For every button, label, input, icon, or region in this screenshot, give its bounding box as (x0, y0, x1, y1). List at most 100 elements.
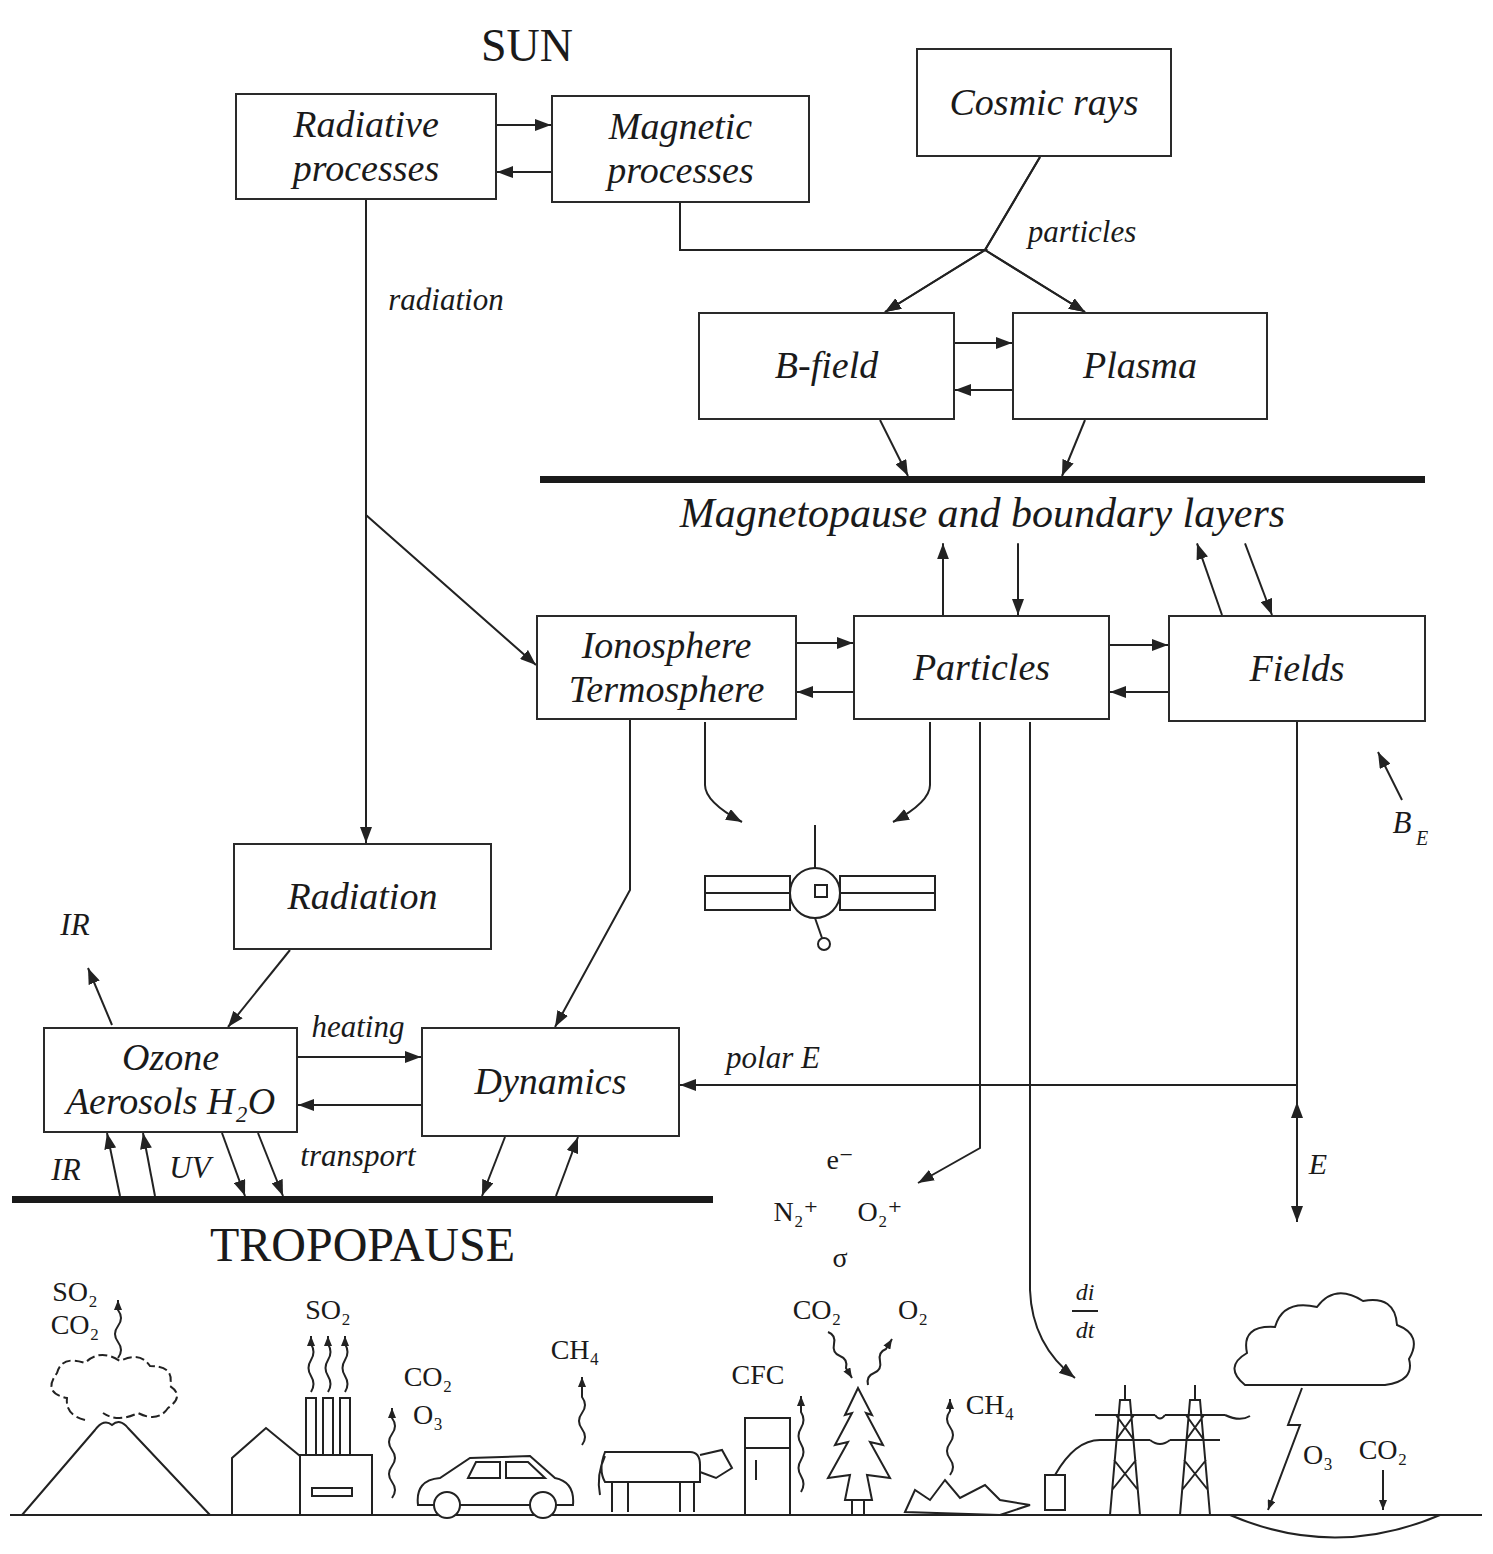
chemical-label: CO₂ (404, 1362, 453, 1393)
radiation-label: IR (60, 908, 89, 942)
box-label: B-field (775, 344, 878, 388)
factory (232, 1398, 372, 1515)
tree (828, 1388, 890, 1515)
process-box: Magnetic processes (551, 95, 810, 203)
chemical-label: O₃ (1303, 1440, 1333, 1471)
uptake-arrow (828, 1332, 852, 1378)
connector (366, 200, 536, 665)
satellite-body (815, 885, 827, 897)
satellite-dish (815, 918, 822, 938)
field-label: E (1309, 1147, 1327, 1180)
connector (680, 722, 1297, 1085)
cloud (1234, 1293, 1413, 1385)
connector (1197, 543, 1222, 615)
edge-label: radiation (385, 283, 506, 317)
chemical-label: CH₄ (966, 1390, 1015, 1421)
process-box: Ozone Aerosols H₂O (43, 1027, 298, 1133)
e-field-arrow (1296, 1086, 1298, 1160)
connector (1017, 543, 1019, 615)
satellite-antenna (814, 825, 816, 868)
chemical-label: O₃ (413, 1400, 443, 1431)
solar-panel (840, 892, 935, 894)
chemical-label: O₂ (898, 1295, 928, 1326)
satellite-arrow (893, 722, 930, 822)
edge-label: particles (1025, 215, 1140, 249)
edge-label: IR (48, 1153, 83, 1187)
fraction-bar (1072, 1310, 1098, 1312)
e-field-arrow (1296, 1160, 1298, 1222)
field-label: B (1393, 806, 1412, 840)
boundary-band: TROPOPAUSE (12, 1196, 713, 1276)
chemical-label: CO₂ (51, 1310, 100, 1341)
car-wheel (434, 1492, 460, 1518)
emission-arrow (309, 1336, 314, 1392)
current-label: di (1076, 1279, 1095, 1305)
emission-arrow (389, 1408, 395, 1498)
process-box: Dynamics (421, 1027, 680, 1137)
connector (228, 950, 290, 1027)
emission-arrow (868, 1339, 892, 1385)
connector (258, 1133, 283, 1196)
lightning (1268, 1388, 1302, 1510)
connector (107, 1133, 120, 1196)
connector (942, 543, 944, 615)
box-label: Plasma (1083, 344, 1197, 388)
edge-label: transport (297, 1139, 418, 1173)
ion-arrow (918, 722, 980, 1183)
connector (555, 720, 630, 1027)
connector (880, 420, 908, 476)
current-label: dt (1076, 1317, 1095, 1343)
sun-heading: SUN (481, 21, 573, 72)
connector (497, 124, 551, 126)
emission-arrow (115, 1300, 121, 1358)
connector (222, 1133, 245, 1196)
solar-panel (840, 876, 935, 910)
absorption-arrow (1382, 1470, 1384, 1510)
emission-arrow (579, 1377, 585, 1445)
ion-label: O₂⁺ (858, 1197, 903, 1228)
car-wheel (530, 1492, 556, 1518)
cow (599, 1450, 732, 1512)
connector (955, 389, 1012, 391)
edge-label: UV (166, 1151, 213, 1185)
ground-scene (10, 1293, 1482, 1537)
chemical-label: SO₂ (305, 1295, 351, 1326)
box-label: Fields (1250, 647, 1345, 691)
connector (1110, 644, 1168, 646)
box-label: Cosmic rays (950, 81, 1139, 125)
earth-field-arrow (1378, 752, 1402, 800)
process-box: Cosmic rays (916, 48, 1172, 157)
box-label: Particles (913, 646, 1050, 690)
connector (797, 691, 853, 693)
fallen-tree (905, 1480, 1030, 1515)
process-box: Radiation (233, 843, 492, 950)
factory-window (312, 1488, 352, 1496)
connector (143, 1133, 155, 1196)
edge-label: heating (309, 1010, 408, 1044)
pylon (1165, 1385, 1225, 1515)
chemical-label: CO₂ (1359, 1435, 1408, 1466)
connector (955, 342, 1012, 344)
satellite-body (790, 868, 840, 918)
solar-panel (705, 876, 790, 910)
connector (556, 1137, 578, 1196)
box-label: Ionosphere Termosphere (548, 624, 785, 711)
chemical-label: CH₄ (551, 1335, 600, 1366)
lake (1230, 1515, 1440, 1538)
conductivity-label: σ (832, 1243, 847, 1274)
connector (298, 1056, 421, 1058)
process-box: Fields (1168, 615, 1426, 722)
box-label: Magnetic processes (563, 105, 798, 192)
pylon (1095, 1385, 1155, 1515)
emission-arrow (343, 1336, 348, 1392)
band-label: TROPOPAUSE (210, 1217, 515, 1272)
chemical-label: SO₂ (52, 1277, 98, 1308)
ion-label: N₂⁺ (774, 1197, 819, 1228)
field-subscript: E (1416, 827, 1428, 849)
edge-label: polar E (723, 1041, 823, 1075)
transformer (1045, 1475, 1065, 1510)
ion-label: e⁻ (826, 1145, 853, 1176)
process-box: B-field (698, 312, 955, 420)
